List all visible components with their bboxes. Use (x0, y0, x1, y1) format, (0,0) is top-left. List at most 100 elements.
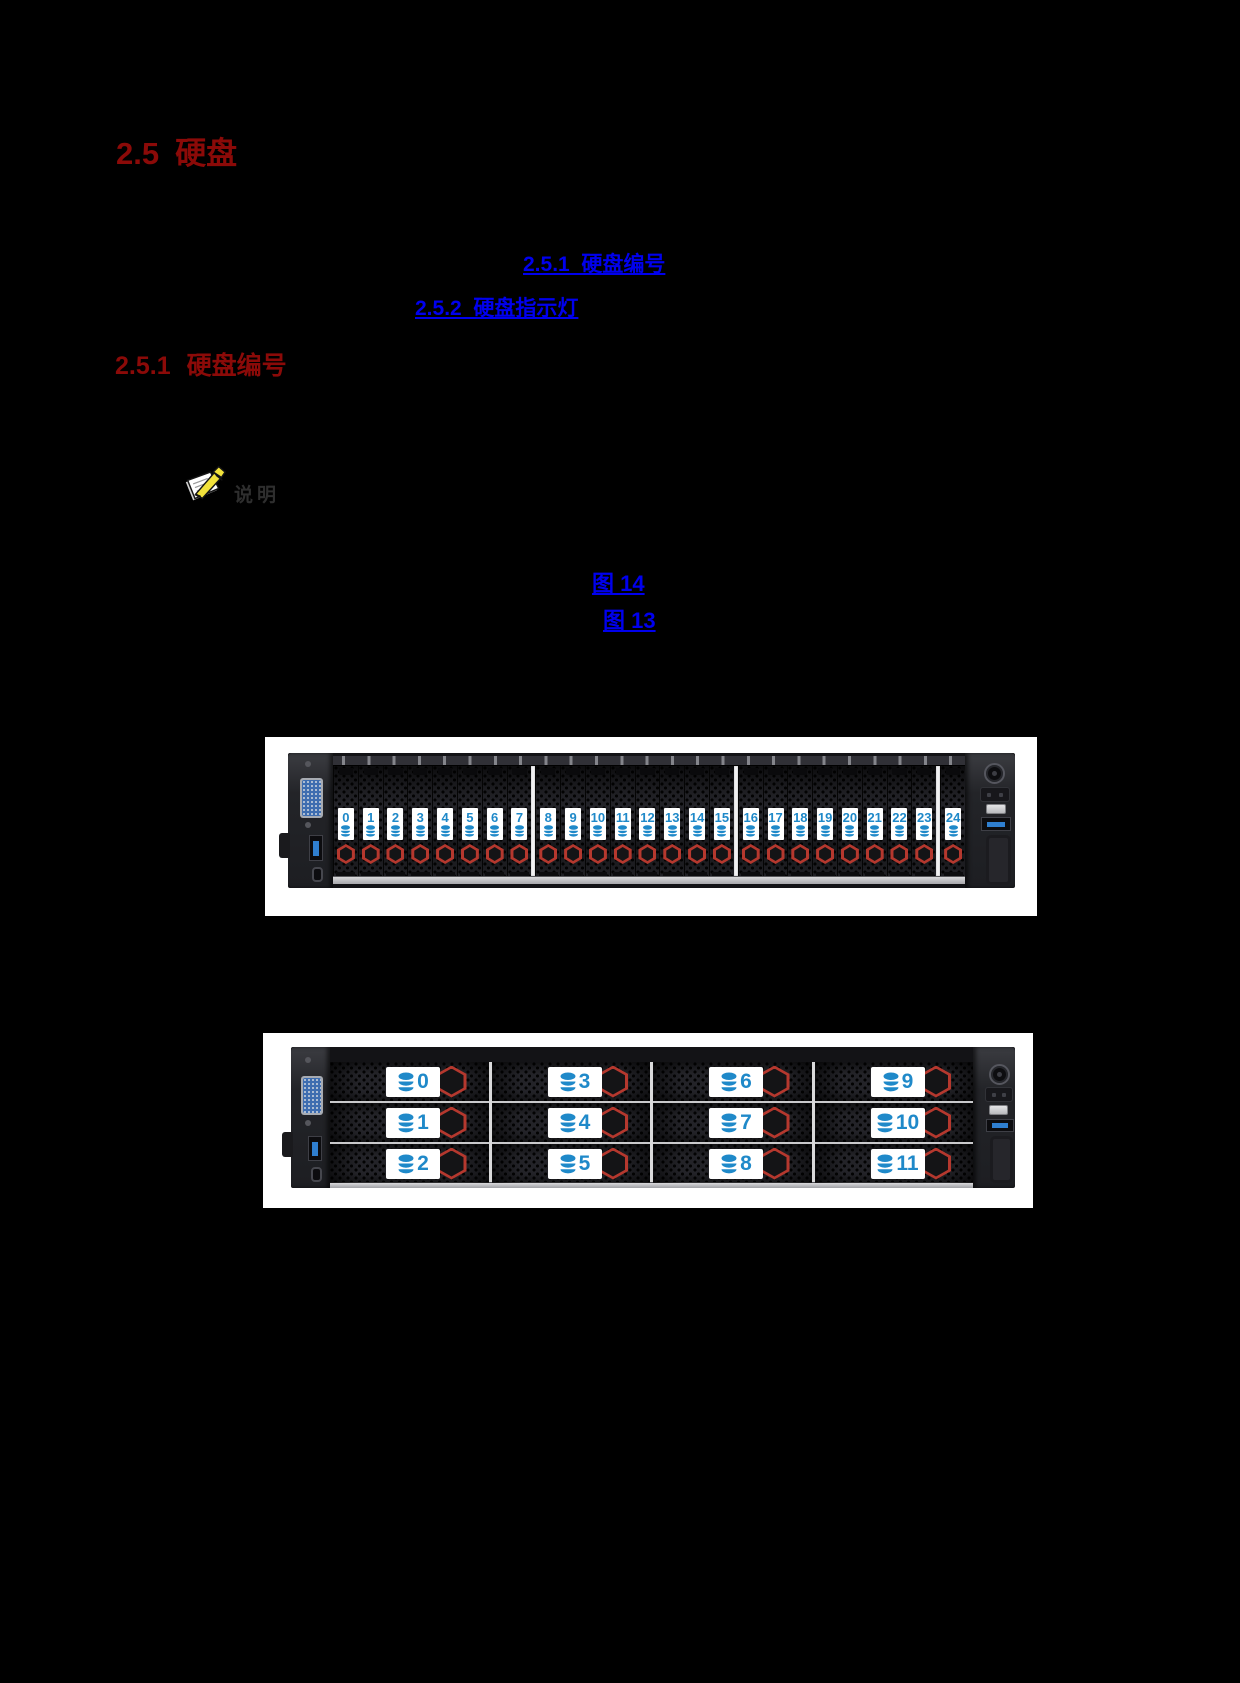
drive-tray-2-5in: 6 (481, 766, 507, 876)
drive-number: 20 (842, 810, 858, 825)
drive-latch-icon (436, 844, 455, 864)
bay-group-separator (733, 766, 738, 876)
drive-number: 5 (466, 810, 474, 825)
id-display (989, 1105, 1008, 1115)
drive-tray-3-5in: 8 (653, 1144, 812, 1183)
drive-number: 7 (515, 810, 524, 825)
drive-number: 2 (391, 810, 400, 825)
power-button (989, 1064, 1010, 1085)
drive-tray-2-5in: 17 (762, 766, 788, 876)
drive-number: 11 (615, 810, 630, 825)
drive-label: 20 (841, 808, 858, 840)
drive-latch-icon (361, 844, 380, 864)
drive-label: 0 (337, 808, 354, 840)
left-bezel (282, 1047, 330, 1188)
left-bezel (279, 753, 333, 888)
drive-tray-2-5in: 15 (708, 766, 734, 876)
subsection-heading: 2.5.1 硬盘编号 (115, 346, 287, 382)
figure-12bay-server-front: 0 1 2 3 4 5 6 (263, 1033, 1033, 1208)
drive-latch-icon (588, 844, 607, 864)
drive-latch-icon (741, 844, 760, 864)
drive-number: 14 (689, 810, 705, 825)
drive-tray-3-5in: 3 (491, 1062, 650, 1103)
drive-number: 12 (640, 810, 655, 825)
drive-tray-3-5in: 7 (653, 1103, 812, 1144)
drive-tray-2-5in: 19 (812, 766, 837, 876)
drive-latch-icon (485, 844, 504, 864)
drive-label: 8 (709, 1148, 763, 1179)
drive-label: 1 (362, 808, 379, 840)
button-rocker (985, 1087, 1013, 1102)
drive-label: 3 (412, 808, 429, 840)
drive-number: 18 (793, 810, 808, 825)
drive-number: 1 (367, 810, 375, 825)
drive-latch-icon (336, 844, 355, 864)
drive-latch-icon (791, 844, 810, 864)
drive-number: 21 (867, 810, 882, 825)
drive-tray-2-5in: 11 (609, 766, 635, 876)
power-button (984, 763, 1005, 784)
drive-latch-icon (865, 844, 884, 864)
drive-label: 2 (386, 1148, 440, 1179)
drive-tray-2-5in: 1 (357, 766, 383, 876)
drive-label: 12 (639, 808, 656, 840)
drive-tray-2-5in: 0 (333, 766, 358, 876)
toc-link-hdd-numbering[interactable]: 2.5.1 硬盘编号 (523, 253, 666, 276)
section-number: 2.5 (116, 136, 160, 171)
toc-link-hdd-led[interactable]: 2.5.2 硬盘指示灯 (415, 297, 579, 320)
drive-latch-icon (663, 844, 682, 864)
bottom-rail (333, 876, 965, 884)
subsection-number: 2.5.1 (115, 352, 171, 380)
drive-number: 15 (714, 810, 730, 825)
drive-number: 6 (740, 1070, 752, 1093)
drive-tray-2-5in: 12 (634, 766, 660, 876)
drive-bay-column: 9 10 11 (814, 1062, 973, 1183)
drive-latch-icon (598, 1147, 628, 1180)
drive-tray-3-5in: 2 (330, 1144, 489, 1183)
drive-tray-2-5in: 23 (911, 766, 937, 876)
drive-label: 9 (565, 808, 582, 840)
drive-number: 23 (917, 810, 932, 825)
drive-label: 5 (547, 1148, 602, 1179)
drive-number: 10 (895, 1111, 920, 1134)
bottom-rail (330, 1182, 973, 1188)
note-pencil-icon (185, 465, 227, 501)
figure-link-14[interactable]: 图 14 (592, 571, 645, 596)
drive-bay-column: 6 7 8 (653, 1062, 815, 1183)
drive-tray-3-5in: 4 (491, 1103, 650, 1144)
drive-tray-2-5in: 14 (684, 766, 709, 876)
usb3-port-right (981, 817, 1011, 831)
drive-tray-2-5in: 2 (382, 766, 408, 876)
server-chassis-25bay: 0 1 2 3 4 (279, 753, 1015, 888)
drive-number: 9 (569, 810, 577, 825)
drive-label: 13 (664, 808, 681, 840)
drive-latch-icon (816, 844, 835, 864)
usb-c-port (312, 867, 323, 882)
drive-number: 3 (578, 1070, 591, 1093)
drive-bay-strip: 0 1 2 3 4 (333, 756, 966, 884)
subsection-title: 硬盘编号 (186, 352, 287, 380)
drive-tray-2-5in: 20 (837, 766, 862, 876)
bay-group-separator (531, 766, 536, 876)
drive-label: 6 (486, 808, 503, 840)
drive-label: 1 (386, 1107, 440, 1138)
drive-label: 7 (511, 808, 528, 840)
pull-handle (990, 1136, 1013, 1183)
figure-link-13[interactable]: 图 13 (603, 608, 656, 633)
drive-label: 10 (589, 808, 606, 840)
drive-number: 8 (544, 810, 552, 825)
drive-tray-3-5in: 11 (814, 1144, 973, 1183)
drive-number: 24 (945, 810, 961, 825)
drive-tray-2-5in: 4 (432, 766, 457, 876)
drive-label: 24 (945, 808, 962, 840)
drive-number: 8 (740, 1152, 752, 1175)
drive-latch-icon (766, 844, 785, 864)
drive-number: 13 (665, 810, 680, 825)
drive-tray-2-5in: 9 (560, 766, 585, 876)
right-bezel (973, 1047, 1015, 1188)
drive-number: 7 (740, 1111, 752, 1134)
drive-tray-3-5in: 9 (814, 1062, 973, 1103)
server-chassis-12bay: 0 1 2 3 4 5 6 (282, 1047, 1015, 1188)
drive-number: 16 (743, 810, 758, 825)
drive-label: 11 (870, 1148, 925, 1179)
